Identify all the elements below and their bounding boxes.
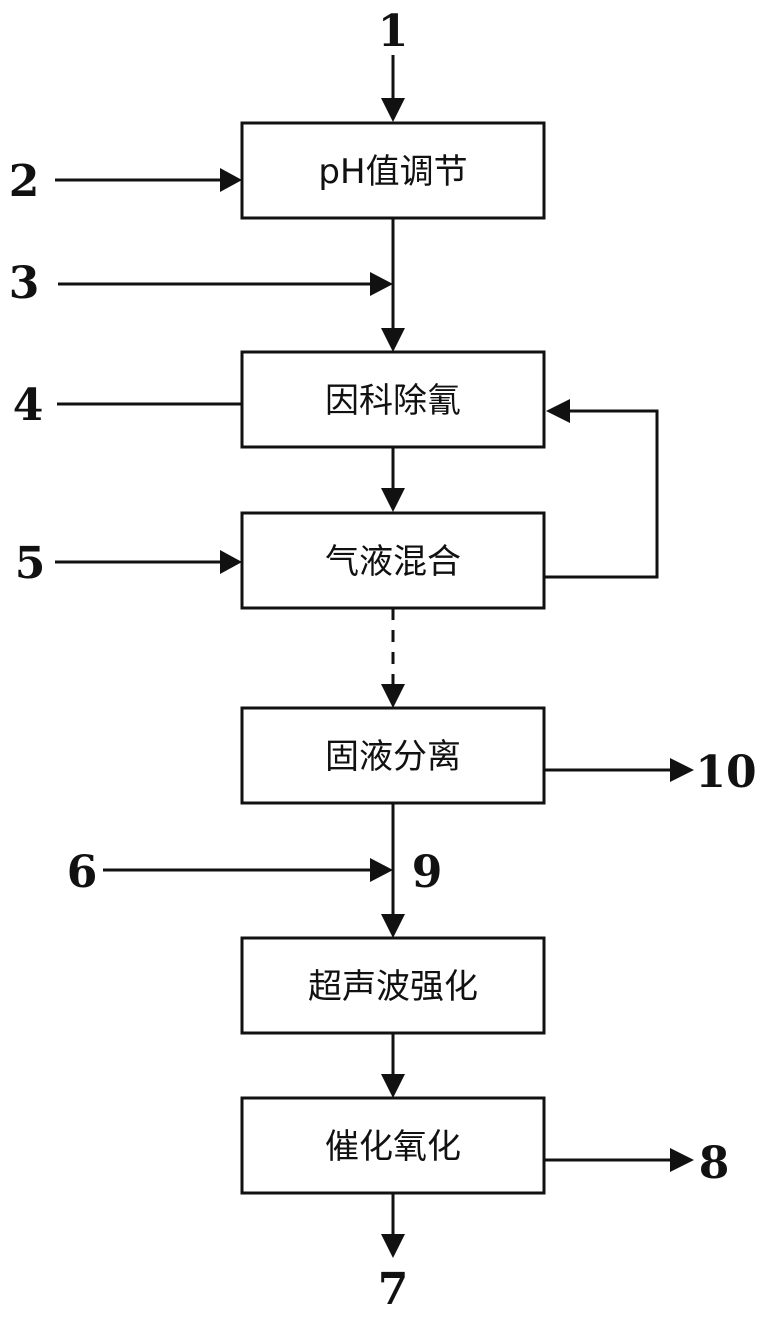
arrow-separation-to-ultrasound: [381, 803, 405, 938]
box-ph-adjust: [240, 121, 546, 220]
step-separation-label: 固液分离: [325, 737, 461, 777]
stream-label-8: 8: [699, 1138, 730, 1189]
box-catalytic-oxidation: [240, 1096, 546, 1195]
step-mix-label: 气液混合: [325, 542, 461, 582]
stream-label-6: 6: [67, 847, 98, 898]
arrow-input-6: [103, 858, 393, 882]
arrow-output-10: [544, 758, 694, 782]
stream-label-5: 5: [15, 538, 46, 589]
box-coagulation: [240, 350, 546, 449]
arrow-mix-to-separation-dashed: [381, 608, 405, 708]
arrow-coagulation-to-mix: [381, 447, 405, 512]
stream-label-10: 10: [695, 747, 756, 798]
stream-label-1: 1: [378, 6, 409, 57]
arrow-input-2: [55, 168, 242, 192]
recycle-loop-arrow: [544, 399, 659, 579]
step-coagulation-label: 因科除氰: [325, 381, 461, 421]
stream-label-9: 9: [412, 847, 443, 898]
box-gas-liquid-mix: [240, 511, 546, 610]
step-ultrasound-label: 超声波强化: [308, 967, 478, 1007]
arrow-input-5: [55, 550, 242, 574]
stream-label-2: 2: [9, 156, 40, 207]
box-solid-liquid-separation: [240, 706, 546, 805]
arrow-input-1: [381, 55, 405, 122]
step-ph-label: pH值调节: [318, 152, 467, 192]
stream-label-4: 4: [13, 380, 44, 431]
arrow-input-3: [58, 272, 393, 296]
arrow-output-8: [544, 1148, 694, 1172]
stream-label-7: 7: [378, 1264, 409, 1315]
arrow-ultrasound-to-oxidation: [381, 1033, 405, 1098]
stream-label-3: 3: [9, 258, 40, 309]
arrow-ph-to-coagulation: [381, 218, 405, 352]
arrow-output-7: [381, 1193, 405, 1258]
step-oxidation-label: 催化氧化: [325, 1127, 461, 1167]
